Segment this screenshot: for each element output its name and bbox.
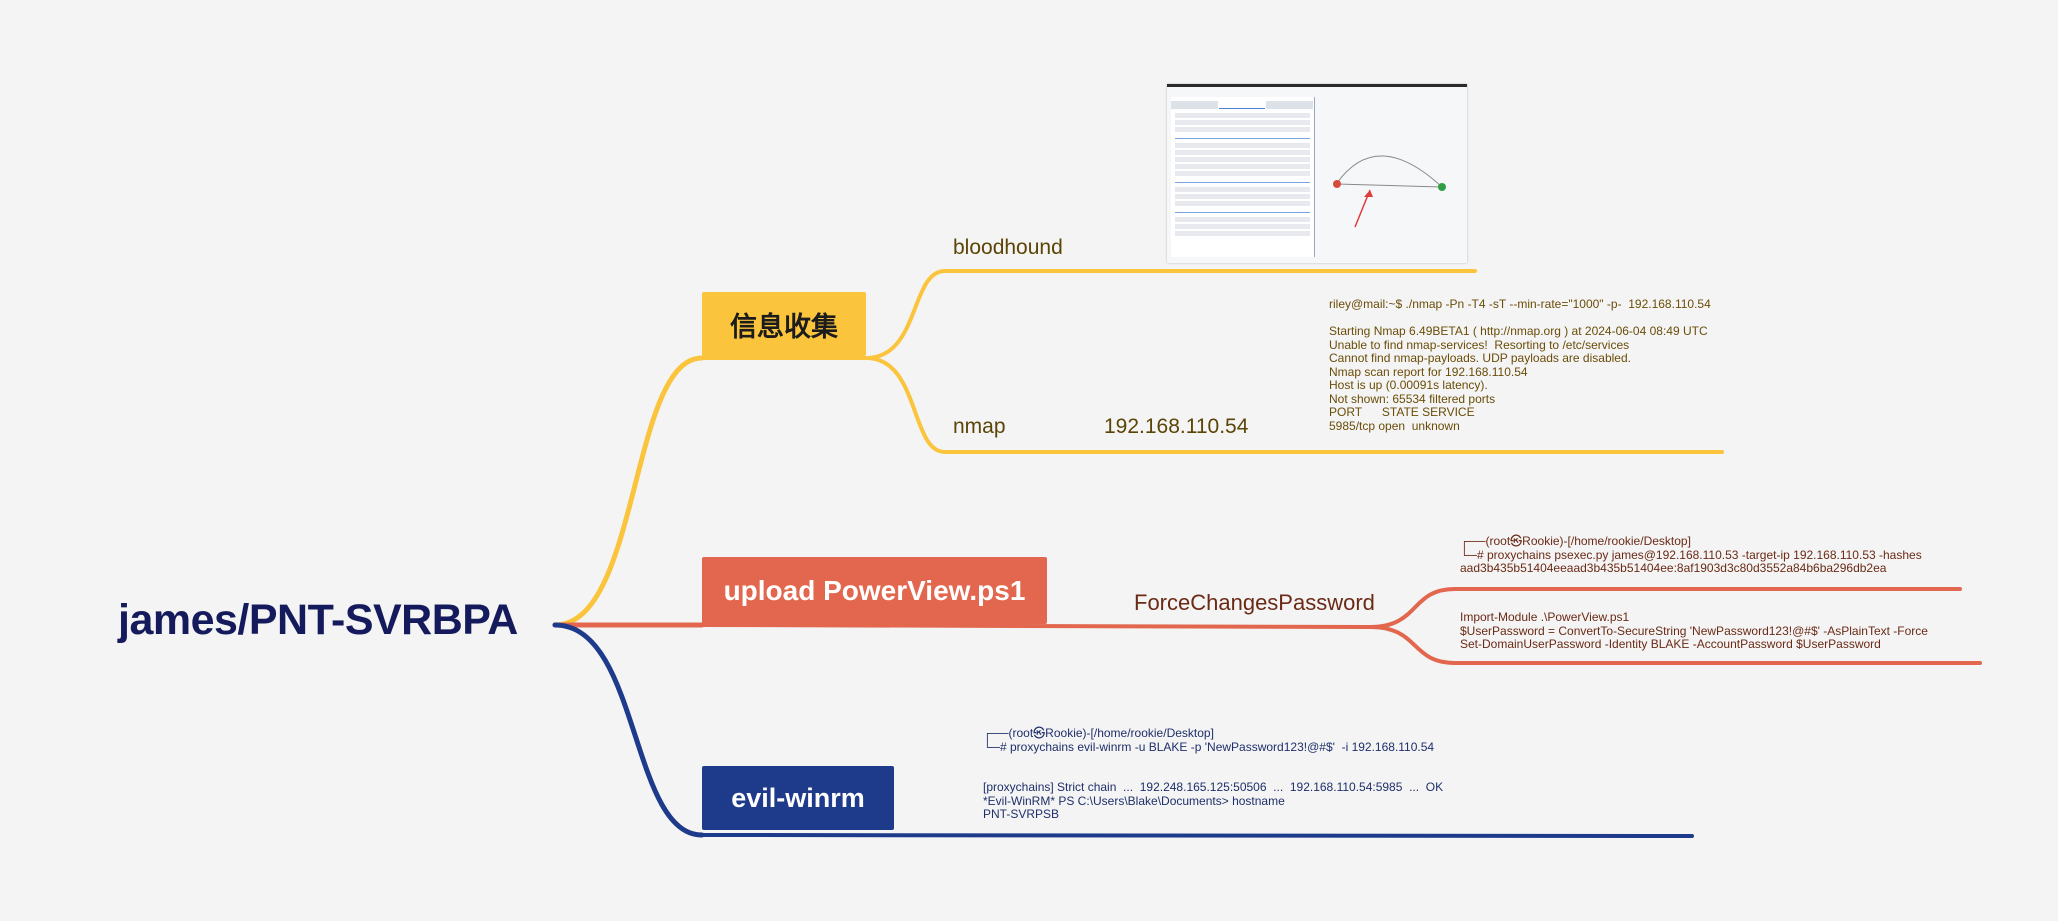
connector-root-winrm	[552, 622, 705, 838]
connector-info-nmap	[864, 356, 1724, 454]
topic-nmap-ip[interactable]: 192.168.110.54	[1104, 415, 1249, 438]
bloodhound-tabs	[1171, 101, 1314, 109]
topic-nmap[interactable]: nmap	[953, 415, 1006, 438]
psexec-command-note[interactable]: ┌──(root㉿Rookie)-[/home/rookie/Desktop] …	[1460, 534, 1922, 575]
topic-upload-powerview[interactable]: upload PowerView.ps1	[702, 557, 1047, 624]
topic-info-gathering[interactable]: 信息收集	[702, 292, 866, 356]
root-topic[interactable]: james/PNT-SVRBPA	[118, 596, 518, 644]
graph-node-group-icon	[1438, 183, 1446, 191]
evil-winrm-output-note[interactable]: ┌──(root㉿Rookie)-[/home/rookie/Desktop] …	[983, 726, 1444, 821]
powerview-command-note[interactable]: Import-Module .\PowerView.ps1 $UserPassw…	[1460, 610, 1928, 651]
bloodhound-graph	[1333, 155, 1446, 228]
connector-info-bloodhound	[864, 269, 1477, 360]
connector-force-psexec	[1368, 587, 1962, 629]
connector-root-info	[552, 355, 705, 628]
graph-node-user-icon	[1333, 180, 1341, 188]
nmap-output-note[interactable]: riley@mail:~$ ./nmap -Pn -T4 -sT --min-r…	[1329, 297, 1711, 433]
connector-force-powerview	[1368, 625, 1982, 665]
topic-force-change-password[interactable]: ForceChangesPassword	[1134, 590, 1375, 615]
topic-bloodhound[interactable]: bloodhound	[953, 236, 1063, 259]
topic-evil-winrm[interactable]: evil-winrm	[702, 766, 894, 830]
bloodhound-screenshot-image[interactable]	[1167, 84, 1467, 263]
